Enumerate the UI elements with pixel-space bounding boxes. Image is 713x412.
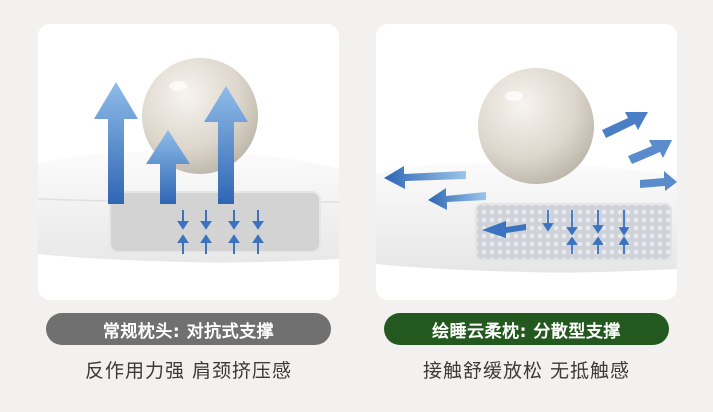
ball-icon	[478, 68, 594, 184]
conventional-pillow-illustration	[38, 24, 339, 300]
outward-arrow-icon	[640, 171, 677, 191]
brand-pillow-illustration	[376, 24, 677, 300]
outward-arrow-icon	[628, 140, 672, 164]
outward-arrow-icon	[602, 112, 648, 138]
conventional-label-badge: 常规枕头: 对抗式支撑	[46, 313, 331, 345]
upward-arrow-icon	[204, 86, 248, 204]
conventional-caption: 反作用力强 肩颈挤压感	[84, 360, 293, 382]
outward-arrow-icon	[384, 166, 466, 189]
brand-caption: 接触舒缓放松 无抵触感	[422, 360, 631, 382]
outward-arrow-icon	[428, 188, 486, 210]
upward-arrow-icon	[146, 130, 190, 204]
pressure-arrow-icon	[177, 210, 264, 254]
brand-label-badge: 绘睡云柔枕: 分散型支撑	[384, 313, 669, 345]
dispersed-arrow-icon	[482, 221, 526, 238]
dispersed-arrow-icon	[542, 210, 630, 254]
upward-arrow-icon	[94, 82, 138, 204]
